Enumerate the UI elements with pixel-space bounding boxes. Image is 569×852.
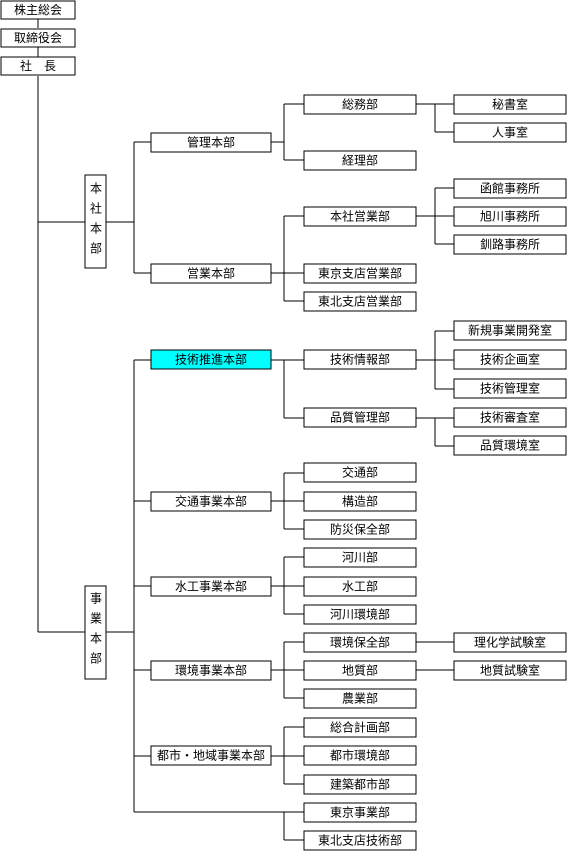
node-personnel: 人事室 <box>453 122 567 143</box>
node-architecture: 建築都市部 <box>303 774 417 795</box>
node-new-business: 新規事業開発室 <box>453 320 567 341</box>
node-label: 東京支店営業部 <box>318 266 402 281</box>
node-label: 技術情報部 <box>330 352 390 367</box>
node-tohoku-tech: 東北支店技術部 <box>303 830 417 851</box>
node-asahikawa-office: 旭川事務所 <box>453 206 567 227</box>
node-label: 水工事業本部 <box>175 579 247 594</box>
node-label: 新規事業開発室 <box>468 323 552 338</box>
node-label: 河川部 <box>342 550 378 565</box>
node-label: 株主総会 <box>14 2 62 17</box>
node-label: 技術管理室 <box>480 381 540 396</box>
node-label: 事業本部 <box>89 592 103 672</box>
node-agriculture: 農業部 <box>303 688 417 709</box>
node-label: 総合計画部 <box>330 720 390 735</box>
node-chem-lab: 理化学試験室 <box>453 632 567 653</box>
node-tech-promotion-division: 技術推進本部 <box>150 349 272 370</box>
node-label: 理化学試験室 <box>474 635 546 650</box>
node-label: 環境事業本部 <box>175 663 247 678</box>
node-urban-env: 都市環境部 <box>303 745 417 766</box>
node-label: 釧路事務所 <box>480 237 540 252</box>
node-label: 取締役会 <box>14 30 62 45</box>
node-quality-env: 品質環境室 <box>453 435 567 456</box>
node-tech-review: 技術審査室 <box>453 407 567 428</box>
node-accounting: 経理部 <box>303 150 417 171</box>
node-geo-lab: 地質試験室 <box>453 660 567 681</box>
node-urban-division: 都市・地域事業本部 <box>150 745 272 766</box>
node-secretary: 秘書室 <box>453 94 567 115</box>
node-label: 技術推進本部 <box>175 352 247 367</box>
node-hq-sales: 本社営業部 <box>303 206 417 227</box>
node-tech-info: 技術情報部 <box>303 349 417 370</box>
node-board: 取締役会 <box>0 28 76 48</box>
node-tokyo-sales: 東京支店営業部 <box>303 263 417 284</box>
node-label: 地質試験室 <box>480 663 540 678</box>
node-label: 東北支店営業部 <box>318 294 402 309</box>
node-river-env: 河川環境部 <box>303 604 417 625</box>
node-kushiro-office: 釧路事務所 <box>453 234 567 255</box>
node-label: 環境保全部 <box>330 635 390 650</box>
node-environment-division: 環境事業本部 <box>150 660 272 681</box>
node-quality-mgmt: 品質管理部 <box>303 407 417 428</box>
node-label: 管理本部 <box>187 135 235 150</box>
node-label: 社 長 <box>20 58 56 73</box>
node-traffic-division: 交通事業本部 <box>150 491 272 512</box>
node-tech-planning: 技術企画室 <box>453 349 567 370</box>
node-label: 交通部 <box>342 465 378 480</box>
node-label: 函館事務所 <box>480 181 540 196</box>
node-label: 都市環境部 <box>330 748 390 763</box>
node-traffic-dept: 交通部 <box>303 462 417 483</box>
node-hydraulic: 水工部 <box>303 576 417 597</box>
node-label: 技術企画室 <box>480 352 540 367</box>
node-disaster-prevention: 防災保全部 <box>303 519 417 540</box>
node-label: 品質管理部 <box>330 410 390 425</box>
node-tech-mgmt: 技術管理室 <box>453 378 567 399</box>
node-headquarters: 本社本部 <box>84 174 107 269</box>
node-label: 構造部 <box>342 494 378 509</box>
node-label: 都市・地域事業本部 <box>157 748 265 763</box>
connector-lines <box>37 19 454 841</box>
node-tohoku-sales: 東北支店営業部 <box>303 291 417 312</box>
highlight-box <box>150 349 272 370</box>
node-label: 防災保全部 <box>330 522 390 537</box>
node-env-conservation: 環境保全部 <box>303 632 417 653</box>
node-president: 社 長 <box>0 56 76 76</box>
node-management-division: 管理本部 <box>150 132 272 153</box>
node-label: 人事室 <box>492 125 528 140</box>
node-hakodate-office: 函館事務所 <box>453 178 567 199</box>
node-tokyo-business: 東京事業部 <box>303 802 417 823</box>
node-structure: 構造部 <box>303 491 417 512</box>
node-river: 河川部 <box>303 547 417 568</box>
node-geology: 地質部 <box>303 660 417 681</box>
node-label: 経理部 <box>342 153 378 168</box>
node-business: 事業本部 <box>84 585 107 680</box>
node-sales-division: 営業本部 <box>150 263 272 284</box>
node-label: 東北支店技術部 <box>318 833 402 848</box>
node-label: 本社本部 <box>89 182 103 262</box>
node-comprehensive-planning: 総合計画部 <box>303 717 417 738</box>
node-label: 秘書室 <box>492 97 528 112</box>
node-label: 本社営業部 <box>330 209 390 224</box>
node-water-division: 水工事業本部 <box>150 576 272 597</box>
node-label: 東京事業部 <box>330 805 390 820</box>
node-label: 品質環境室 <box>480 438 540 453</box>
node-label: 農業部 <box>342 691 378 706</box>
node-shareholders: 株主総会 <box>0 0 76 20</box>
node-label: 河川環境部 <box>330 607 390 622</box>
node-label: 水工部 <box>342 579 378 594</box>
node-label: 営業本部 <box>187 266 235 281</box>
node-label: 旭川事務所 <box>480 210 540 224</box>
node-label: 交通事業本部 <box>175 494 247 509</box>
node-label: 総務部 <box>342 97 378 112</box>
node-general-affairs: 総務部 <box>303 94 417 115</box>
node-label: 建築都市部 <box>330 777 390 792</box>
node-label: 技術審査室 <box>480 410 540 425</box>
node-label: 地質部 <box>342 663 378 678</box>
